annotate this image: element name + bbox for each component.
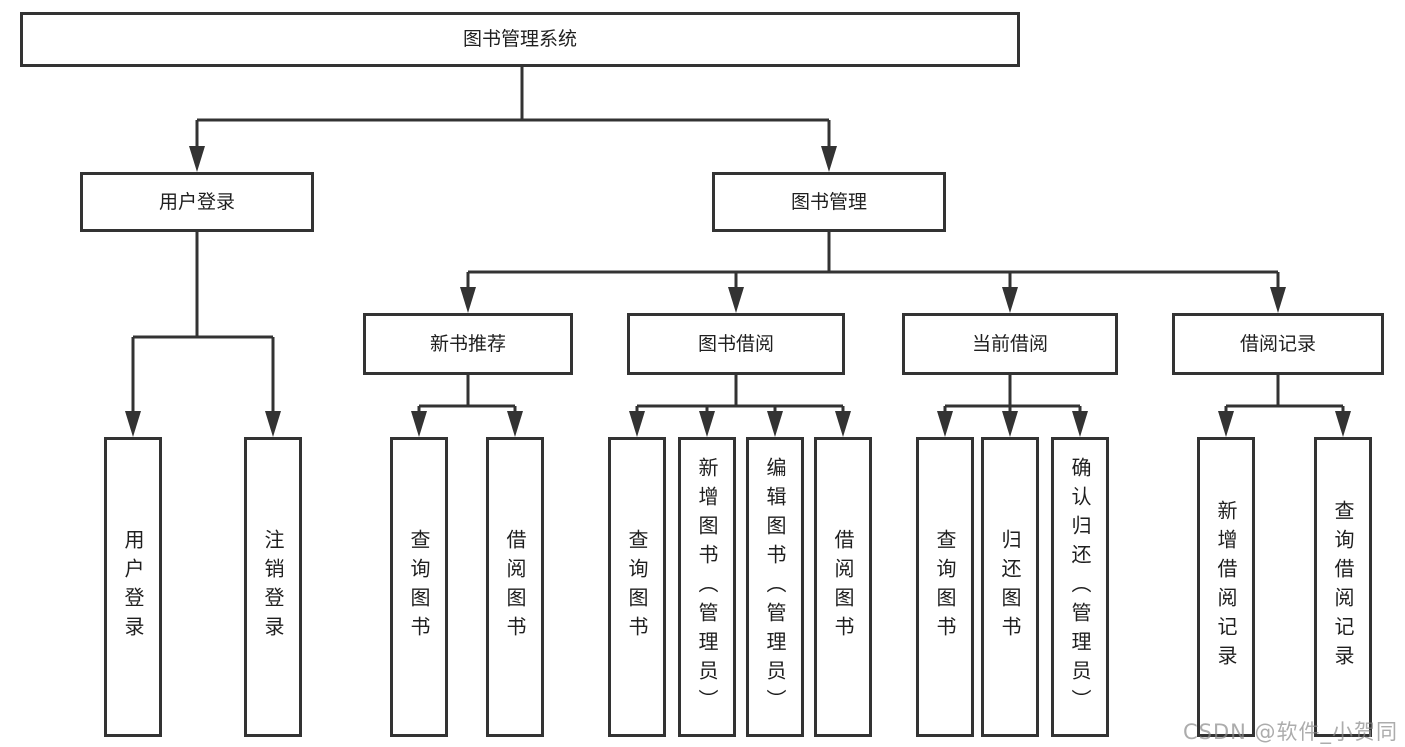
node-leaf-cb-confirm-return-admin: 确认归还（管理员） — [1051, 437, 1109, 737]
node-leaf-br-add-record: 新增借阅记录 — [1197, 437, 1255, 737]
node-leaf-bb-query-book: 查询图书 — [608, 437, 666, 737]
node-current-borrow: 当前借阅 — [902, 313, 1118, 375]
node-leaf-rec-query-book: 查询图书 — [390, 437, 448, 737]
node-book-mgmt: 图书管理 — [712, 172, 946, 232]
node-root: 图书管理系统 — [20, 12, 1020, 67]
node-borrow-record: 借阅记录 — [1172, 313, 1384, 375]
connector-new-book-rec-children — [411, 375, 523, 437]
node-user-login: 用户登录 — [80, 172, 314, 232]
connector-user-login-children — [125, 232, 281, 437]
node-leaf-br-query-record: 查询借阅记录 — [1314, 437, 1372, 737]
connector-root-to-level2 — [189, 67, 837, 172]
node-leaf-rec-borrow-book: 借阅图书 — [486, 437, 544, 737]
node-leaf-cb-query-book: 查询图书 — [916, 437, 974, 737]
connector-book-borrow-children — [629, 375, 851, 437]
connector-book-mgmt-children — [460, 232, 1286, 313]
connector-borrow-record-children — [1218, 375, 1351, 437]
node-new-book-rec: 新书推荐 — [363, 313, 573, 375]
node-leaf-bb-add-book-admin: 新增图书（管理员） — [678, 437, 736, 737]
node-leaf-logout: 注销登录 — [244, 437, 302, 737]
connector-current-borrow-children — [937, 375, 1088, 437]
csdn-watermark: CSDN @软件_小贺同学 — [1183, 720, 1399, 744]
node-book-borrow: 图书借阅 — [627, 313, 845, 375]
node-leaf-cb-return-book: 归还图书 — [981, 437, 1039, 737]
node-leaf-bb-edit-book-admin: 编辑图书（管理员） — [746, 437, 804, 737]
node-leaf-user-login: 用户登录 — [104, 437, 162, 737]
node-leaf-bb-borrow-book: 借阅图书 — [814, 437, 872, 737]
